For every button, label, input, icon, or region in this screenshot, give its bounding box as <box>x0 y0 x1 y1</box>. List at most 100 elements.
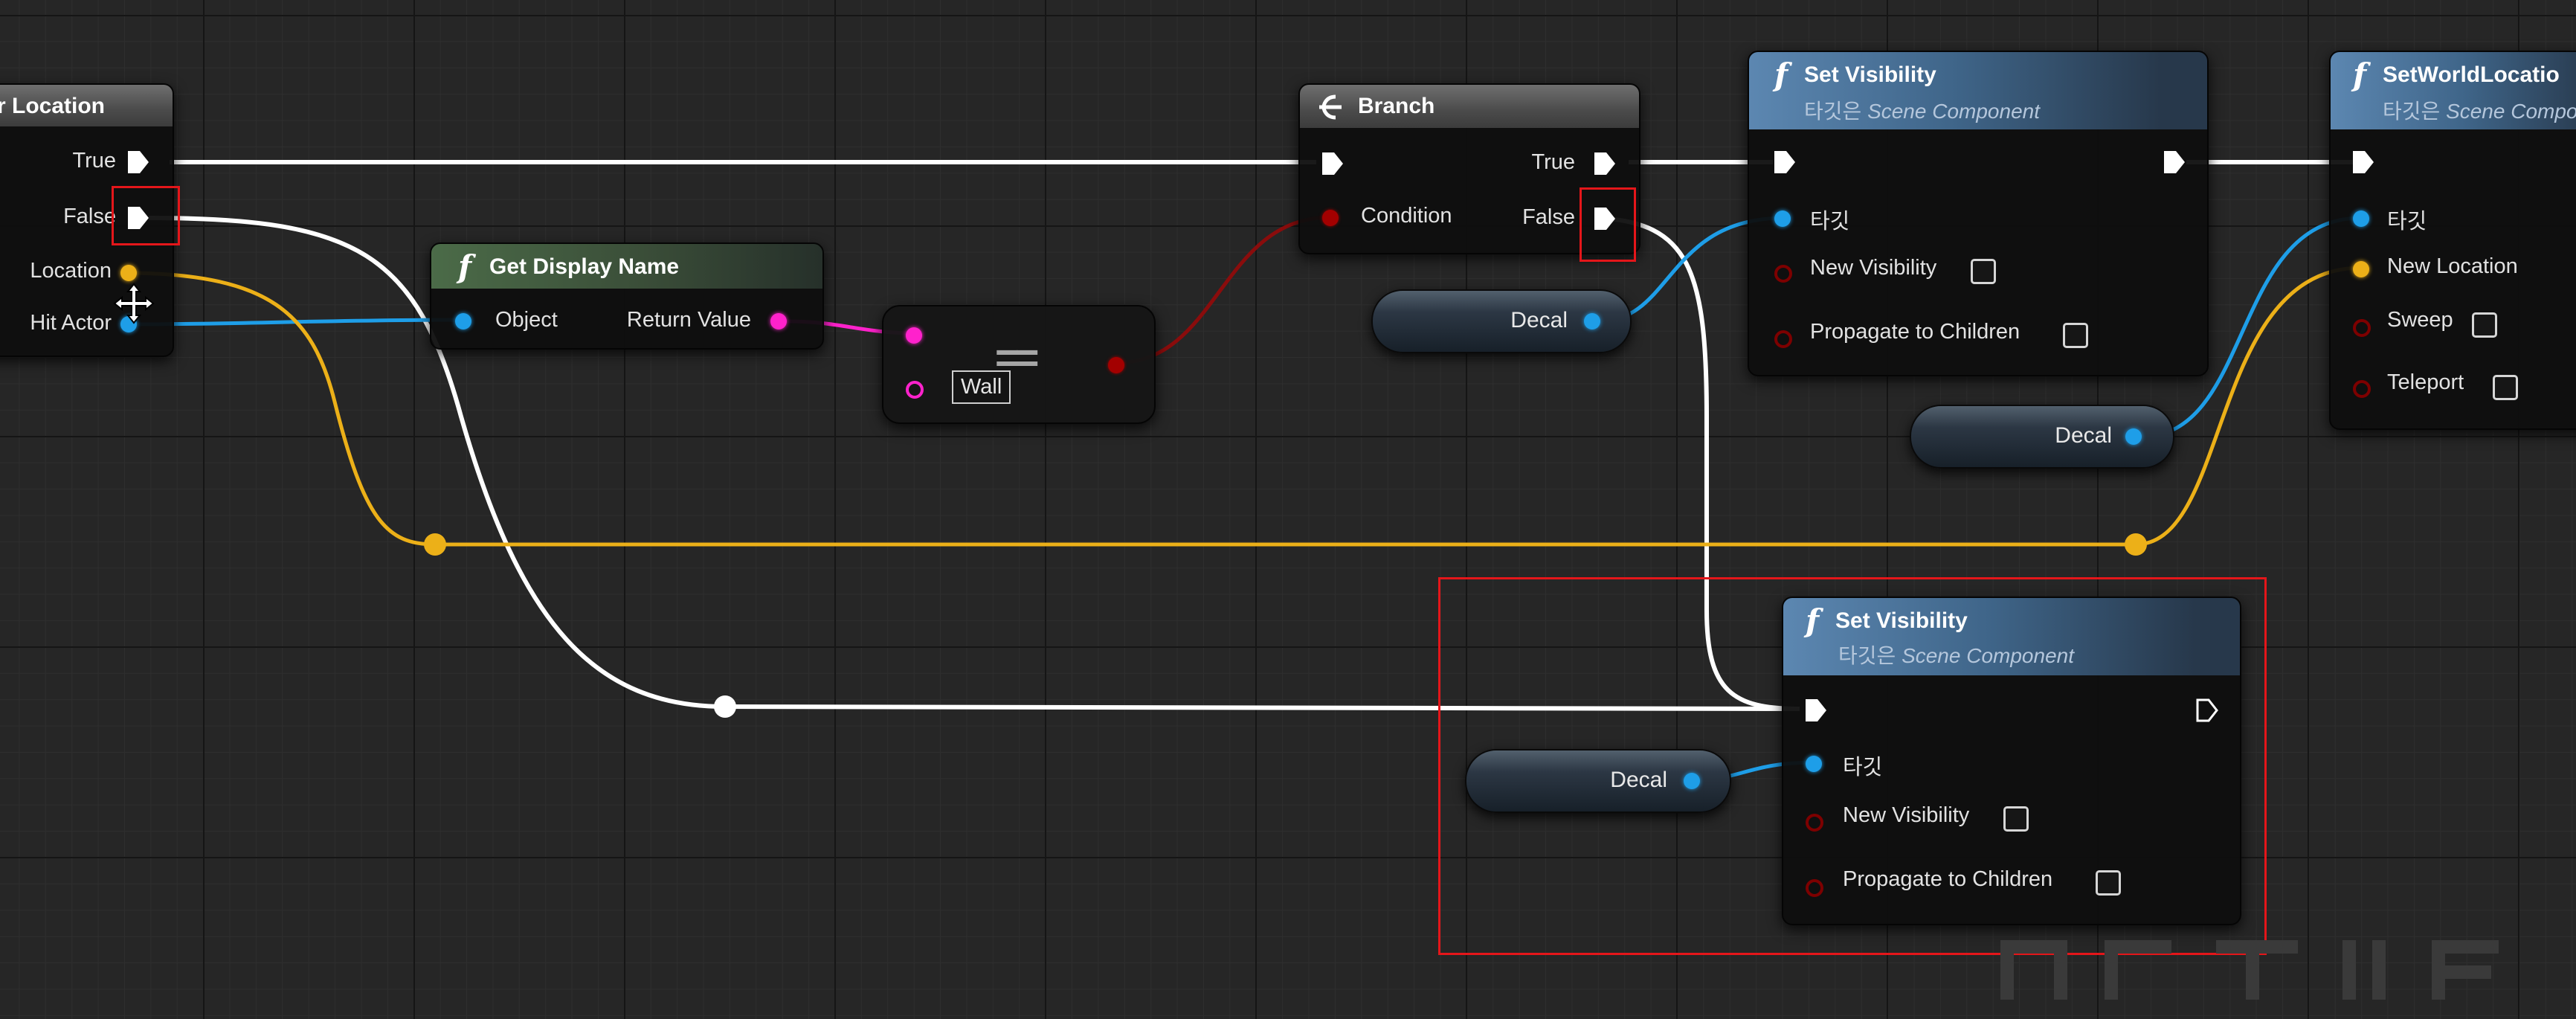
function-icon: f <box>458 248 472 285</box>
set-visibility-2-propagate-checkbox[interactable] <box>2096 870 2121 896</box>
object-input-pin[interactable] <box>455 313 471 330</box>
teleport-label: Teleport <box>2387 370 2464 394</box>
function-icon: f <box>1806 602 1820 639</box>
branch-false-exec-pin[interactable] <box>1593 206 1617 231</box>
set-visibility-1-header: f Set Visibility 타깃은 Scene Component <box>1749 52 2207 129</box>
decal-3-output-pin[interactable] <box>1684 773 1700 789</box>
get-display-name-node[interactable]: f Get Display Name Object Return Value <box>430 242 824 350</box>
equals-input-a-pin[interactable] <box>906 327 922 344</box>
set-world-location-header: f SetWorldLocatio 타깃은 Scene Componen <box>2331 52 2576 129</box>
equals-input-b-pin[interactable] <box>906 381 924 399</box>
set-visibility-2-highlight <box>1438 577 2267 955</box>
set-visibility-1-new-visibility-pin[interactable] <box>1774 265 1792 283</box>
set-visibility-1-target-label: 타깃 <box>1810 210 1850 234</box>
move-cursor-icon <box>113 283 155 324</box>
decal-1-output-pin[interactable] <box>1584 313 1600 330</box>
branch-title: Branch <box>1358 94 1435 118</box>
set-visibility-2-propagate-label: Propagate to Children <box>1843 867 2053 891</box>
location-pin-label: Location <box>30 259 112 283</box>
decal-2-output-pin[interactable] <box>2125 428 2142 445</box>
decal-variable-node-3[interactable]: Decal <box>1465 749 1731 813</box>
trace-node-title: r Location <box>0 94 106 118</box>
set-visibility-2-new-visibility-pin[interactable] <box>1806 814 1823 832</box>
return-value-pin[interactable] <box>770 313 787 330</box>
blueprint-watermark <box>2000 924 2566 1019</box>
wall-string-input[interactable]: Wall <box>952 370 1011 404</box>
set-world-location-node[interactable]: f SetWorldLocatio 타깃은 Scene Componen 타깃 … <box>2329 51 2576 430</box>
branch-false-highlight <box>1580 187 1636 262</box>
new-location-label: New Location <box>2387 254 2518 278</box>
set-world-location-exec-in[interactable] <box>2351 150 2375 175</box>
decal-variable-node-1[interactable]: Decal <box>1371 289 1632 353</box>
object-pin-label: Object <box>495 308 558 332</box>
decal-1-label: Decal <box>1510 308 1568 332</box>
function-icon: f <box>2353 57 2367 93</box>
set-visibility-1-title: Set Visibility <box>1804 62 1936 87</box>
set-world-location-title: SetWorldLocatio <box>2383 62 2560 87</box>
branch-false-label: False <box>1522 205 1575 229</box>
teleport-pin[interactable] <box>2353 380 2371 398</box>
branch-header: Branch <box>1300 85 1639 128</box>
get-display-name-title: Get Display Name <box>489 254 680 279</box>
wire-layer <box>133 160 2362 783</box>
set-visibility-2-subtitle: 타깃은 Scene Component <box>1838 644 2074 667</box>
exec-reroute-node[interactable] <box>714 695 736 718</box>
location-pin[interactable] <box>120 265 137 281</box>
set-visibility-1-subtitle: 타깃은 Scene Component <box>1804 100 2040 123</box>
decal-2-label: Decal <box>2055 423 2112 448</box>
true-exec-pin[interactable] <box>126 150 150 175</box>
vector-wire-location-to-reroute <box>133 271 436 547</box>
vector-reroute-node-right[interactable] <box>2125 533 2147 556</box>
set-visibility-1-exec-in[interactable] <box>1773 150 1797 175</box>
set-visibility-2-new-visibility-label: New Visibility <box>1843 803 1970 827</box>
set-visibility-2-header: f Set Visibility 타깃은 Scene Component <box>1783 598 2240 675</box>
set-visibility-node-1[interactable]: f Set Visibility 타깃은 Scene Component 타깃 … <box>1748 51 2209 376</box>
function-icon: f <box>1774 57 1788 93</box>
decal-variable-node-2[interactable]: Decal <box>1910 405 2174 469</box>
set-visibility-1-new-visibility-checkbox[interactable] <box>1971 259 1996 284</box>
vector-reroute-node-left[interactable] <box>424 533 446 556</box>
trace-node-header: r Location <box>0 85 173 126</box>
true-pin-label: True <box>72 149 116 173</box>
false-pin-highlight <box>112 186 180 245</box>
teleport-checkbox[interactable] <box>2493 375 2518 400</box>
set-visibility-2-exec-in[interactable] <box>1804 698 1828 723</box>
set-visibility-1-exec-out[interactable] <box>2163 150 2186 175</box>
condition-label: Condition <box>1361 204 1452 228</box>
equals-output-pin[interactable] <box>1108 357 1124 373</box>
set-visibility-1-propagate-pin[interactable] <box>1774 330 1792 348</box>
equals-node[interactable]: == Wall <box>882 305 1156 424</box>
condition-pin[interactable] <box>1322 210 1339 226</box>
new-location-pin[interactable] <box>2353 261 2369 277</box>
set-visibility-1-target-pin[interactable] <box>1774 210 1791 227</box>
branch-icon <box>1319 94 1342 120</box>
hit-actor-pin-label: Hit Actor <box>30 311 112 335</box>
branch-true-exec-pin[interactable] <box>1593 151 1617 176</box>
set-visibility-2-propagate-pin[interactable] <box>1806 879 1823 897</box>
sweep-label: Sweep <box>2387 308 2453 332</box>
sweep-pin[interactable] <box>2353 319 2371 337</box>
branch-node[interactable]: Branch Condition True False <box>1298 83 1640 254</box>
set-visibility-1-propagate-checkbox[interactable] <box>2063 323 2088 348</box>
set-visibility-2-exec-out[interactable] <box>2195 698 2219 723</box>
set-visibility-node-2[interactable]: f Set Visibility 타깃은 Scene Component 타깃 … <box>1782 597 2241 925</box>
set-visibility-2-target-pin[interactable] <box>1806 756 1822 772</box>
set-visibility-2-title: Set Visibility <box>1835 608 1968 633</box>
get-display-name-header: f Get Display Name <box>431 244 822 289</box>
set-world-location-target-label: 타깃 <box>2387 210 2427 234</box>
exec-wire-false-to-reroute <box>148 216 726 709</box>
object-wire-decal2-to-target <box>2141 216 2362 439</box>
exec-wire-branch-false-to-setvis2 <box>1598 216 1800 711</box>
sweep-checkbox[interactable] <box>2472 312 2497 338</box>
object-wire-hitactor-to-object <box>133 318 466 327</box>
set-visibility-2-new-visibility-checkbox[interactable] <box>2003 806 2029 832</box>
exec-wire-reroute-to-setvis2 <box>724 704 1800 711</box>
set-world-location-subtitle: 타깃은 Scene Componen <box>2383 100 2576 123</box>
branch-exec-in-pin[interactable] <box>1321 151 1345 176</box>
set-visibility-1-new-visibility-label: New Visibility <box>1810 256 1937 280</box>
set-world-location-target-pin[interactable] <box>2353 210 2369 227</box>
false-exec-pin[interactable] <box>126 205 150 231</box>
branch-true-label: True <box>1531 150 1575 174</box>
vector-wire-reroute-to-newlocation <box>2135 266 2362 547</box>
false-pin-label: False <box>63 205 116 228</box>
